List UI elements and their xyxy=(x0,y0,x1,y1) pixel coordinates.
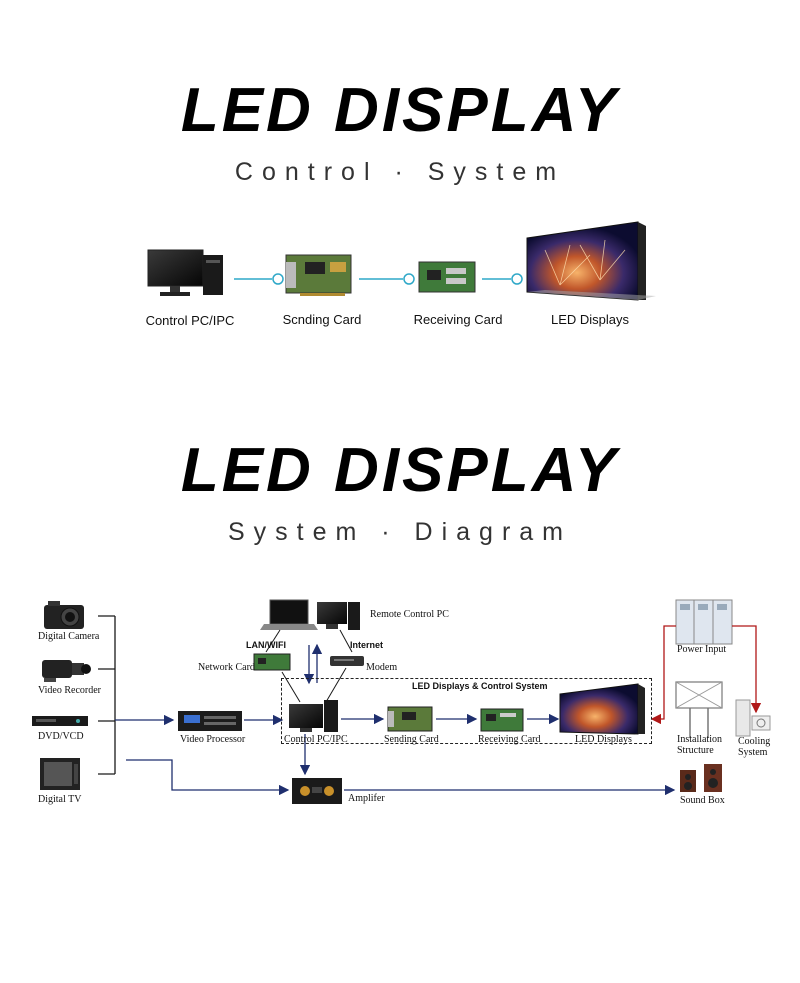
label-sound-box: Sound Box xyxy=(680,795,725,806)
led-screen-icon xyxy=(526,221,656,301)
label-network-card: Network Card xyxy=(198,662,255,673)
receiving-card-icon-2 xyxy=(480,708,524,732)
label-digital-tv: Digital TV xyxy=(38,794,82,805)
subtitle-system-diagram: System · Diagram xyxy=(227,518,573,546)
connector-1 xyxy=(234,273,284,285)
label-dvd-vcd: DVD/VCD xyxy=(38,731,84,742)
page-title-diagram: LED DISPLAY xyxy=(180,436,620,505)
led-screen-icon-2 xyxy=(559,683,645,735)
label-led-displays-2: LED Displays xyxy=(575,734,632,745)
label-power-input: Power Input xyxy=(677,644,727,655)
dvd-player-icon xyxy=(32,716,88,726)
source-bracket xyxy=(98,615,116,775)
label-installation-structure: Installation Structure xyxy=(677,734,722,756)
label-receiving-card: Receiving Card xyxy=(413,312,503,327)
amplifier-icon xyxy=(292,778,342,804)
camera-icon xyxy=(44,601,84,629)
label-video-processor: Video Processor xyxy=(180,734,246,745)
label-internet: Internet xyxy=(350,640,384,650)
label-sending-card: Scnding Card xyxy=(282,312,362,327)
speaker-icon xyxy=(680,764,722,792)
connector-3 xyxy=(482,273,523,285)
desktop-pc-icon xyxy=(147,249,223,296)
connector-2 xyxy=(359,273,415,285)
label-video-recorder: Video Recorder xyxy=(38,685,101,696)
camcorder-icon xyxy=(42,660,91,682)
arrow-to-amplifier xyxy=(126,759,290,796)
modem-icon xyxy=(330,656,364,666)
label-sending-card-2: Sending Card xyxy=(384,734,439,745)
label-digital-camera: Digital Camera xyxy=(38,631,100,642)
page-title-control: LED DISPLAY xyxy=(180,76,620,145)
steel-structure-icon xyxy=(675,681,723,738)
system-frame xyxy=(281,678,652,744)
power-arrow-to-display xyxy=(650,625,676,725)
label-modem: Modem xyxy=(366,662,398,673)
power-cabinet-icon xyxy=(675,599,733,645)
label-control-pc-2: Control PC/IPC xyxy=(284,734,348,745)
receiving-card-icon xyxy=(418,261,476,293)
label-amplifier: Amplifer xyxy=(348,793,385,804)
label-receiving-card-2: Receiving Card xyxy=(478,734,541,745)
remote-desktop-icon xyxy=(317,602,360,630)
label-system-box-title: LED Displays & Control System xyxy=(412,681,548,691)
network-card-icon xyxy=(253,653,291,671)
label-remote-control-pc: Remote Control PC xyxy=(370,609,449,620)
label-lan-wifi: LAN/WIFI xyxy=(246,640,286,650)
laptop-icon xyxy=(260,599,318,630)
control-pc-icon xyxy=(289,700,338,732)
sending-card-icon-2 xyxy=(387,706,433,732)
label-control-pc: Control PC/IPC xyxy=(145,313,235,328)
label-led-displays: LED Displays xyxy=(550,312,630,327)
subtitle-control-system: Control · System xyxy=(234,158,566,186)
air-conditioner-icon xyxy=(735,699,771,737)
video-processor-icon xyxy=(178,711,242,731)
sending-card-icon xyxy=(285,254,352,296)
power-arrow-to-cooling xyxy=(732,625,762,714)
tv-icon xyxy=(40,758,80,790)
label-cooling-system: Cooling System xyxy=(738,736,771,758)
